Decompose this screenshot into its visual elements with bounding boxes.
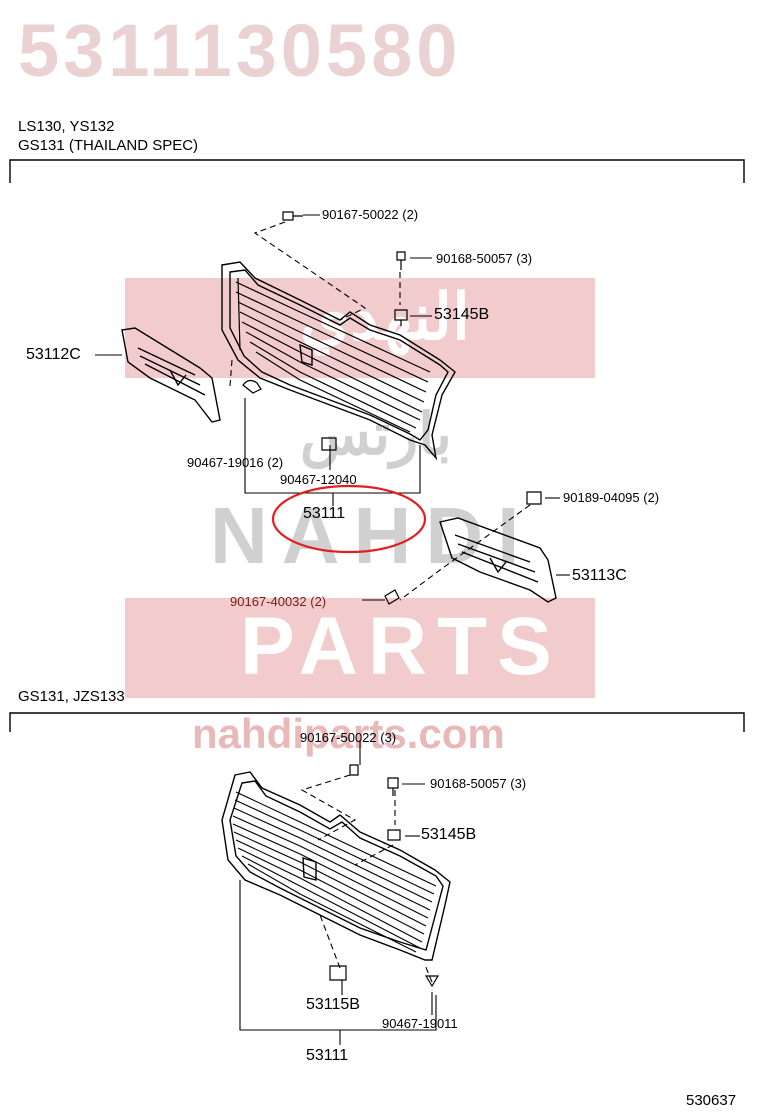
- part-number-heading: 5311130580: [18, 9, 462, 92]
- label-bracket-53112C: 53112C: [26, 346, 81, 363]
- label-bottom-grille-53111: 53111: [306, 1047, 349, 1064]
- label-clip-90467-19016: 90467-19016 (2): [187, 455, 284, 470]
- screw-icon: [349, 764, 359, 776]
- watermark-band-bottom: [125, 598, 595, 698]
- watermark-arabic: النهدي: [300, 281, 470, 353]
- grille-bottom-drawing: [221, 771, 451, 961]
- grille-top-drawing: [221, 261, 456, 461]
- watermark-arabic-2: بارتس: [300, 402, 452, 467]
- watermark-url: nahdiparts.com: [192, 710, 505, 757]
- label-top-screw-90167-50022: 90167-50022 (2): [322, 207, 419, 222]
- clip-icon: [526, 491, 542, 505]
- clip-icon: [321, 437, 337, 451]
- bracket-right-drawing: [439, 517, 557, 603]
- screw-icon: [387, 777, 399, 796]
- label-clip-90467-12040: 90467-12040: [280, 472, 357, 487]
- label-top-grille-53111: 53111: [303, 505, 346, 522]
- label-bottom-screw-90168-50057: 90168-50057 (3): [430, 776, 527, 791]
- screw-icon: [396, 251, 406, 270]
- label-bracket-53113C: 53113C: [572, 567, 627, 584]
- label-screw-90167-40032: 90167-40032 (2): [230, 594, 327, 609]
- top-models-line1: LS130, YS132: [18, 118, 115, 135]
- label-clip-90189-04095: 90189-04095 (2): [563, 490, 660, 505]
- screw-icon: [384, 589, 400, 605]
- label-bottom-screw-90167-50022: 90167-50022 (3): [300, 730, 397, 745]
- label-clip-53115B: 53115B: [306, 996, 360, 1013]
- watermark-brand-parts: PARTS: [240, 601, 562, 692]
- diagram-code: 530637: [686, 1092, 737, 1109]
- label-top-screw-90168-50057: 90168-50057 (3): [436, 251, 533, 266]
- highlight-ellipse: [271, 484, 427, 554]
- clip-icon: [329, 965, 347, 981]
- screw-icon: [282, 211, 303, 221]
- frame-bottom: [9, 712, 745, 732]
- bottom-models-line: GS131, JZS133: [18, 688, 125, 705]
- clip-icon: [394, 309, 408, 326]
- frame-top: [9, 159, 745, 183]
- top-models-line2: GS131 (THAILAND SPEC): [18, 137, 199, 154]
- label-top-clip-53145B: 53145B: [434, 306, 490, 323]
- clip-icon: [387, 829, 401, 841]
- label-bottom-clip-53145B: 53145B: [421, 826, 477, 843]
- clip-icon: [424, 975, 440, 988]
- clip-icon: [242, 379, 262, 394]
- label-clip-90467-19011: 90467-19011: [382, 1016, 458, 1031]
- watermark-band-top: [125, 278, 595, 378]
- bracket-left-drawing: [121, 327, 221, 423]
